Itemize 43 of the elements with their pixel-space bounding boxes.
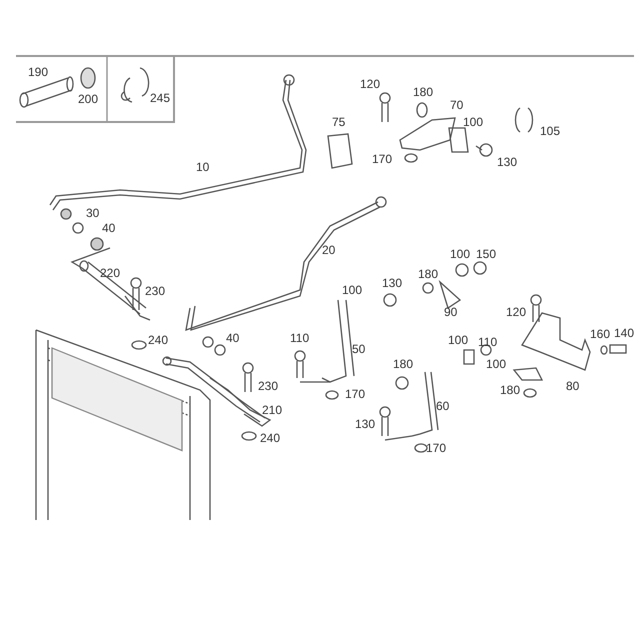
- callout-number: 20: [322, 244, 336, 257]
- callout-number: 245: [150, 92, 170, 105]
- callout-number: 120: [506, 306, 526, 319]
- callout-number: 180: [500, 384, 520, 397]
- callout-number: 90: [444, 306, 458, 319]
- callout-number: 100: [486, 358, 506, 371]
- callout-number: 200: [78, 93, 98, 106]
- callout-number: 110: [290, 332, 310, 345]
- callout-number: 50: [352, 343, 366, 356]
- callout-number: 120: [360, 78, 380, 91]
- callout-number: 100: [463, 116, 484, 129]
- callout-number: 170: [426, 442, 446, 455]
- callout-number: 10: [196, 161, 210, 174]
- callout-number: 30: [86, 207, 100, 220]
- callout-number: 40: [226, 332, 240, 345]
- callout-number: 230: [258, 380, 278, 393]
- callout-number: 180: [393, 358, 414, 371]
- callout-number: 230: [145, 285, 166, 298]
- callout-number: 130: [382, 277, 402, 290]
- callout-number: 170: [372, 153, 392, 166]
- callout-number: 160: [590, 328, 610, 341]
- callout-number: 100: [450, 248, 470, 261]
- callout-number: 150: [476, 248, 496, 261]
- callout-number: 180: [418, 268, 438, 281]
- callout-number: 240: [260, 432, 280, 445]
- callout-number: 105: [540, 125, 560, 138]
- callout-number: 80: [566, 380, 580, 393]
- callout-number: 220: [100, 267, 120, 280]
- callout-number: 40: [102, 222, 116, 235]
- callout-number: 190: [28, 66, 48, 79]
- callout-number: 170: [345, 388, 366, 401]
- callout-number: 140: [614, 327, 634, 340]
- callout-number: 240: [148, 334, 168, 347]
- callout-number: 210: [262, 404, 282, 417]
- callout-number: 130: [497, 156, 518, 169]
- callout-number: 130: [355, 418, 376, 431]
- callout-number: 110: [478, 336, 498, 349]
- callout-number: 60: [436, 400, 450, 413]
- callout-number: 75: [332, 116, 346, 129]
- callout-number: 100: [342, 284, 362, 297]
- callout-number: 70: [450, 99, 464, 112]
- callout-number: 180: [413, 86, 434, 99]
- callout-number: 100: [448, 334, 468, 347]
